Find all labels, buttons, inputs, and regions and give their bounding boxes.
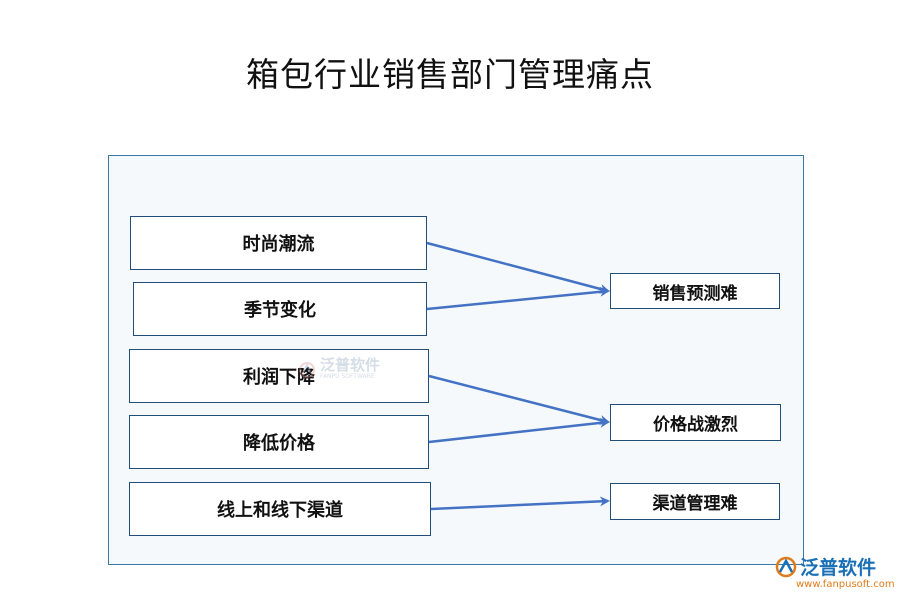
- cause-box-fashion: 时尚潮流: [130, 216, 427, 270]
- cause-box-price: 降低价格: [129, 415, 429, 469]
- cause-box-profit: 利润下降: [129, 349, 429, 403]
- brand-logo: 泛普软件 www.fanpusoft.com: [774, 553, 895, 597]
- page-title: 箱包行业销售部门管理痛点: [246, 55, 654, 94]
- cause-box-season: 季节变化: [133, 282, 427, 336]
- watermark-sub: FANPU SOFTWARE: [320, 373, 375, 380]
- watermark-name: 泛普软件: [320, 356, 381, 374]
- brand-url: www.fanpusoft.com: [796, 579, 895, 590]
- brand-name: 泛普软件: [800, 557, 877, 579]
- watermark: 泛普软件 FANPU SOFTWARE: [298, 358, 380, 381]
- pain-box-channel-mgmt: 渠道管理难: [610, 483, 780, 520]
- cause-box-channels: 线上和线下渠道: [129, 482, 431, 536]
- pain-box-pricewar: 价格战激烈: [610, 404, 781, 441]
- fanpu-brand-icon: [775, 556, 797, 578]
- pain-box-forecast: 销售预测难: [610, 273, 780, 309]
- fanpu-logo-icon: [299, 361, 315, 378]
